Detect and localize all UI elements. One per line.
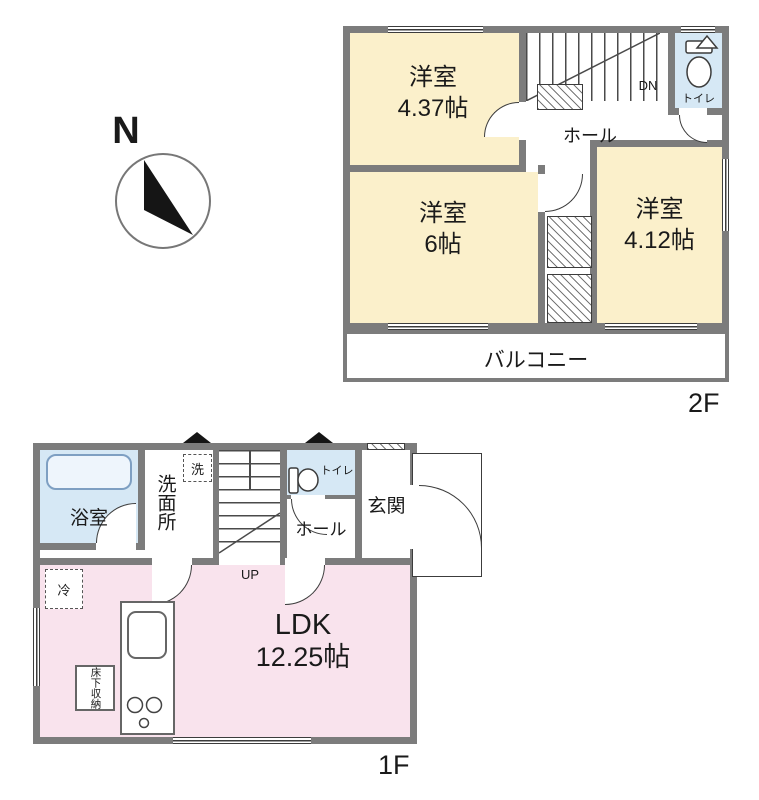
closet-2f-lower — [547, 274, 592, 323]
door-gap-1f-bath — [96, 543, 136, 550]
compass-north-label: N — [112, 110, 140, 152]
wall-1f-bath-bottom — [40, 543, 145, 550]
door-arc-2f-toilet — [679, 115, 707, 143]
window-1f-ldk-left — [33, 608, 40, 686]
wall-2f-bottom — [343, 323, 729, 330]
ldk-size: 12.25帖 — [255, 642, 351, 673]
window-1f-ldk-bottom — [173, 737, 311, 744]
floor-1-label: 1F — [378, 750, 410, 780]
washroom-label: 洗面所 — [154, 474, 176, 531]
toilet-icon-1f — [288, 467, 319, 494]
door-gap-1f-washroom — [152, 558, 192, 565]
wall-2f-top — [343, 26, 729, 33]
bath-label: 浴室 — [69, 508, 108, 529]
stairs-2f-dn-label: DN — [638, 78, 658, 93]
entrance-label: 玄関 — [367, 496, 406, 517]
room-2f-western-c-label: 洋室 4.12帖 — [597, 194, 722, 256]
refrigerator-box: 冷 — [45, 569, 83, 609]
door-arc-2f-hall — [545, 174, 583, 212]
window-2f-toilet-top — [681, 26, 715, 33]
door-gap-2f-roomb — [538, 174, 545, 212]
bathtub-icon — [46, 454, 132, 490]
room-size: 6帖 — [424, 231, 462, 259]
room-size: 4.37帖 — [397, 95, 469, 123]
stairs-1f-divider — [249, 450, 251, 490]
balcony: バルコニー — [343, 330, 729, 382]
window-2f-roomb-balcony — [388, 323, 488, 330]
balcony-label: バルコニー — [483, 349, 589, 372]
washing-machine-box: 洗 — [183, 454, 212, 482]
window-2f-roomc-right — [722, 159, 729, 231]
window-2f-roomc-balcony — [605, 323, 697, 330]
vent-triangle-toilet-icon — [305, 432, 333, 443]
ldk-name: LDK — [274, 609, 332, 641]
room-name: 洋室 — [635, 196, 684, 223]
window-1f-entrance-louver — [367, 443, 405, 450]
wall-2f-rooma-roomb — [350, 165, 526, 172]
wall-1f-left — [33, 443, 40, 744]
room-name: 洋室 — [419, 200, 467, 227]
wall-2f-hall-roomc — [590, 140, 729, 147]
wall-1f-bath-washroom — [138, 450, 145, 550]
under-floor-storage-box: 床下収納 — [75, 665, 115, 711]
door-gap-1f-hall — [285, 558, 325, 565]
floor-2-plan: バルコニー 洋室 4.37帖 洋室 6帖 洋室 4.12帖 ホール トイレ DN — [343, 26, 729, 384]
room-2f-western-b — [350, 172, 538, 323]
wall-2f-roomb-closet — [538, 165, 545, 330]
room-2f-western-c — [597, 147, 722, 323]
wall-1f-top — [33, 443, 417, 450]
wall-2f-rooma-stairs — [519, 26, 526, 172]
door-gap-2f-toilet — [679, 108, 707, 115]
room-2f-western-a — [350, 33, 519, 165]
hall-1f-label: ホール — [295, 520, 347, 539]
room-name: 洋室 — [409, 64, 457, 91]
closet-2f-upper — [547, 216, 592, 268]
kitchen-sink — [127, 611, 167, 659]
toilet-1f-label: トイレ — [320, 465, 354, 477]
stairs-1f-up-label: UP — [240, 567, 260, 582]
window-2f-rooma-top — [388, 26, 483, 33]
ldk-label: LDK 12.25帖 — [219, 609, 387, 673]
stairs-1f-opening — [219, 558, 280, 565]
wall-2f-hall-toilet — [668, 26, 675, 115]
door-gap-1f-front — [410, 485, 419, 549]
vent-triangle-2f-icon — [695, 34, 719, 49]
wall-1f-stairs-toilet — [280, 450, 287, 558]
wall-1f-hall-entrance — [355, 450, 362, 558]
hall-2f-label: ホール — [563, 126, 617, 146]
door-gap-1f-toilet — [291, 495, 325, 499]
stairs-1f-diagonal — [219, 512, 280, 554]
door-gap-2f-rooma — [519, 102, 526, 140]
wall-2f-left — [343, 26, 350, 330]
stove-burners-icon — [126, 696, 163, 729]
stairs-2f-handrail-hatch — [537, 84, 583, 110]
room-2f-western-b-label: 洋室 6帖 — [373, 198, 513, 260]
vent-triangle-washroom-icon — [183, 432, 211, 443]
floor-1-plan: 洗 冷 床下収納 浴室 洗面所 トイレ ホール 玄関 UP LDK 12.25帖 — [33, 432, 487, 763]
floor-2-label: 2F — [688, 388, 720, 418]
toilet-2f-label: トイレ — [682, 93, 715, 105]
wall-1f-right — [410, 443, 417, 744]
room-2f-western-a-label: 洋室 4.37帖 — [363, 62, 503, 124]
compass-icon — [115, 153, 211, 249]
wall-1f-washroom-stairs — [213, 450, 219, 558]
wall-2f-closet-roomc — [590, 140, 597, 330]
room-size: 4.12帖 — [624, 227, 695, 255]
